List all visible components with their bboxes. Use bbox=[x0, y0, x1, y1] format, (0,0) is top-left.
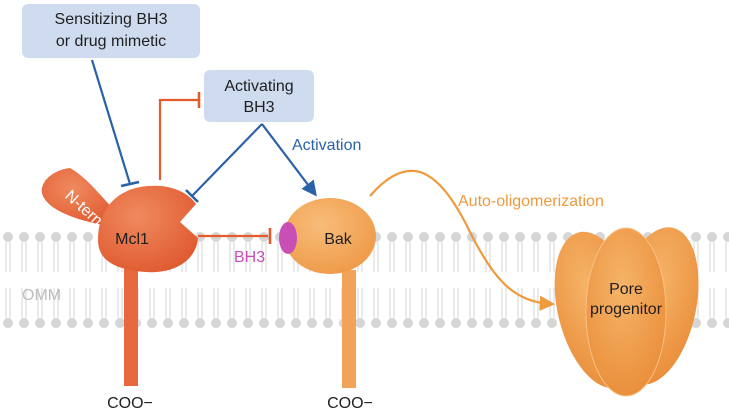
pore-subunit-center bbox=[585, 227, 667, 397]
activation-arrow bbox=[261, 123, 317, 197]
mcl1-transmembrane-stalk bbox=[124, 266, 138, 386]
auto-oligomerization-label: Auto-oligomerization bbox=[458, 193, 604, 210]
activation-label: Activation bbox=[292, 137, 361, 154]
mcl1-label: Mcl1 bbox=[115, 231, 149, 248]
sensitizing-inhibition-line bbox=[90, 59, 132, 185]
mcl1-cterm-label: COO− bbox=[107, 395, 153, 412]
auto-oligomerization-arrow bbox=[369, 169, 556, 312]
sensitizing-bh3-box bbox=[22, 4, 200, 58]
pore-progenitor-complex bbox=[554, 227, 699, 397]
sensitizing-label-line1: Sensitizing BH3 bbox=[55, 11, 168, 28]
pore-label-line2: progenitor bbox=[590, 301, 663, 318]
mcl1-nterm-domain bbox=[41, 168, 118, 226]
bak-cterm-label: COO− bbox=[327, 395, 373, 412]
bh3-site-label: BH3 bbox=[234, 249, 265, 266]
omm-label: OMM bbox=[22, 287, 61, 304]
mcl1-protein bbox=[98, 185, 198, 273]
activating-label-line2: BH3 bbox=[243, 99, 274, 116]
activating-label-line1: Activating bbox=[224, 78, 293, 95]
activating-bh3-box bbox=[204, 70, 314, 122]
sensitizing-label-line2: or drug mimetic bbox=[56, 33, 166, 50]
pore-label-line1: Pore bbox=[609, 281, 643, 298]
bak-protein bbox=[284, 198, 376, 274]
sensitizing-inhibition-bar bbox=[120, 180, 140, 188]
mcl1-inhibits-activating-line bbox=[158, 98, 198, 180]
activating-inhibition-line bbox=[191, 123, 263, 197]
bak-label: Bak bbox=[324, 231, 353, 248]
activating-inhibition-bar bbox=[185, 189, 199, 203]
bak-transmembrane-stalk bbox=[342, 270, 356, 388]
bak-bh3-site bbox=[279, 222, 297, 254]
